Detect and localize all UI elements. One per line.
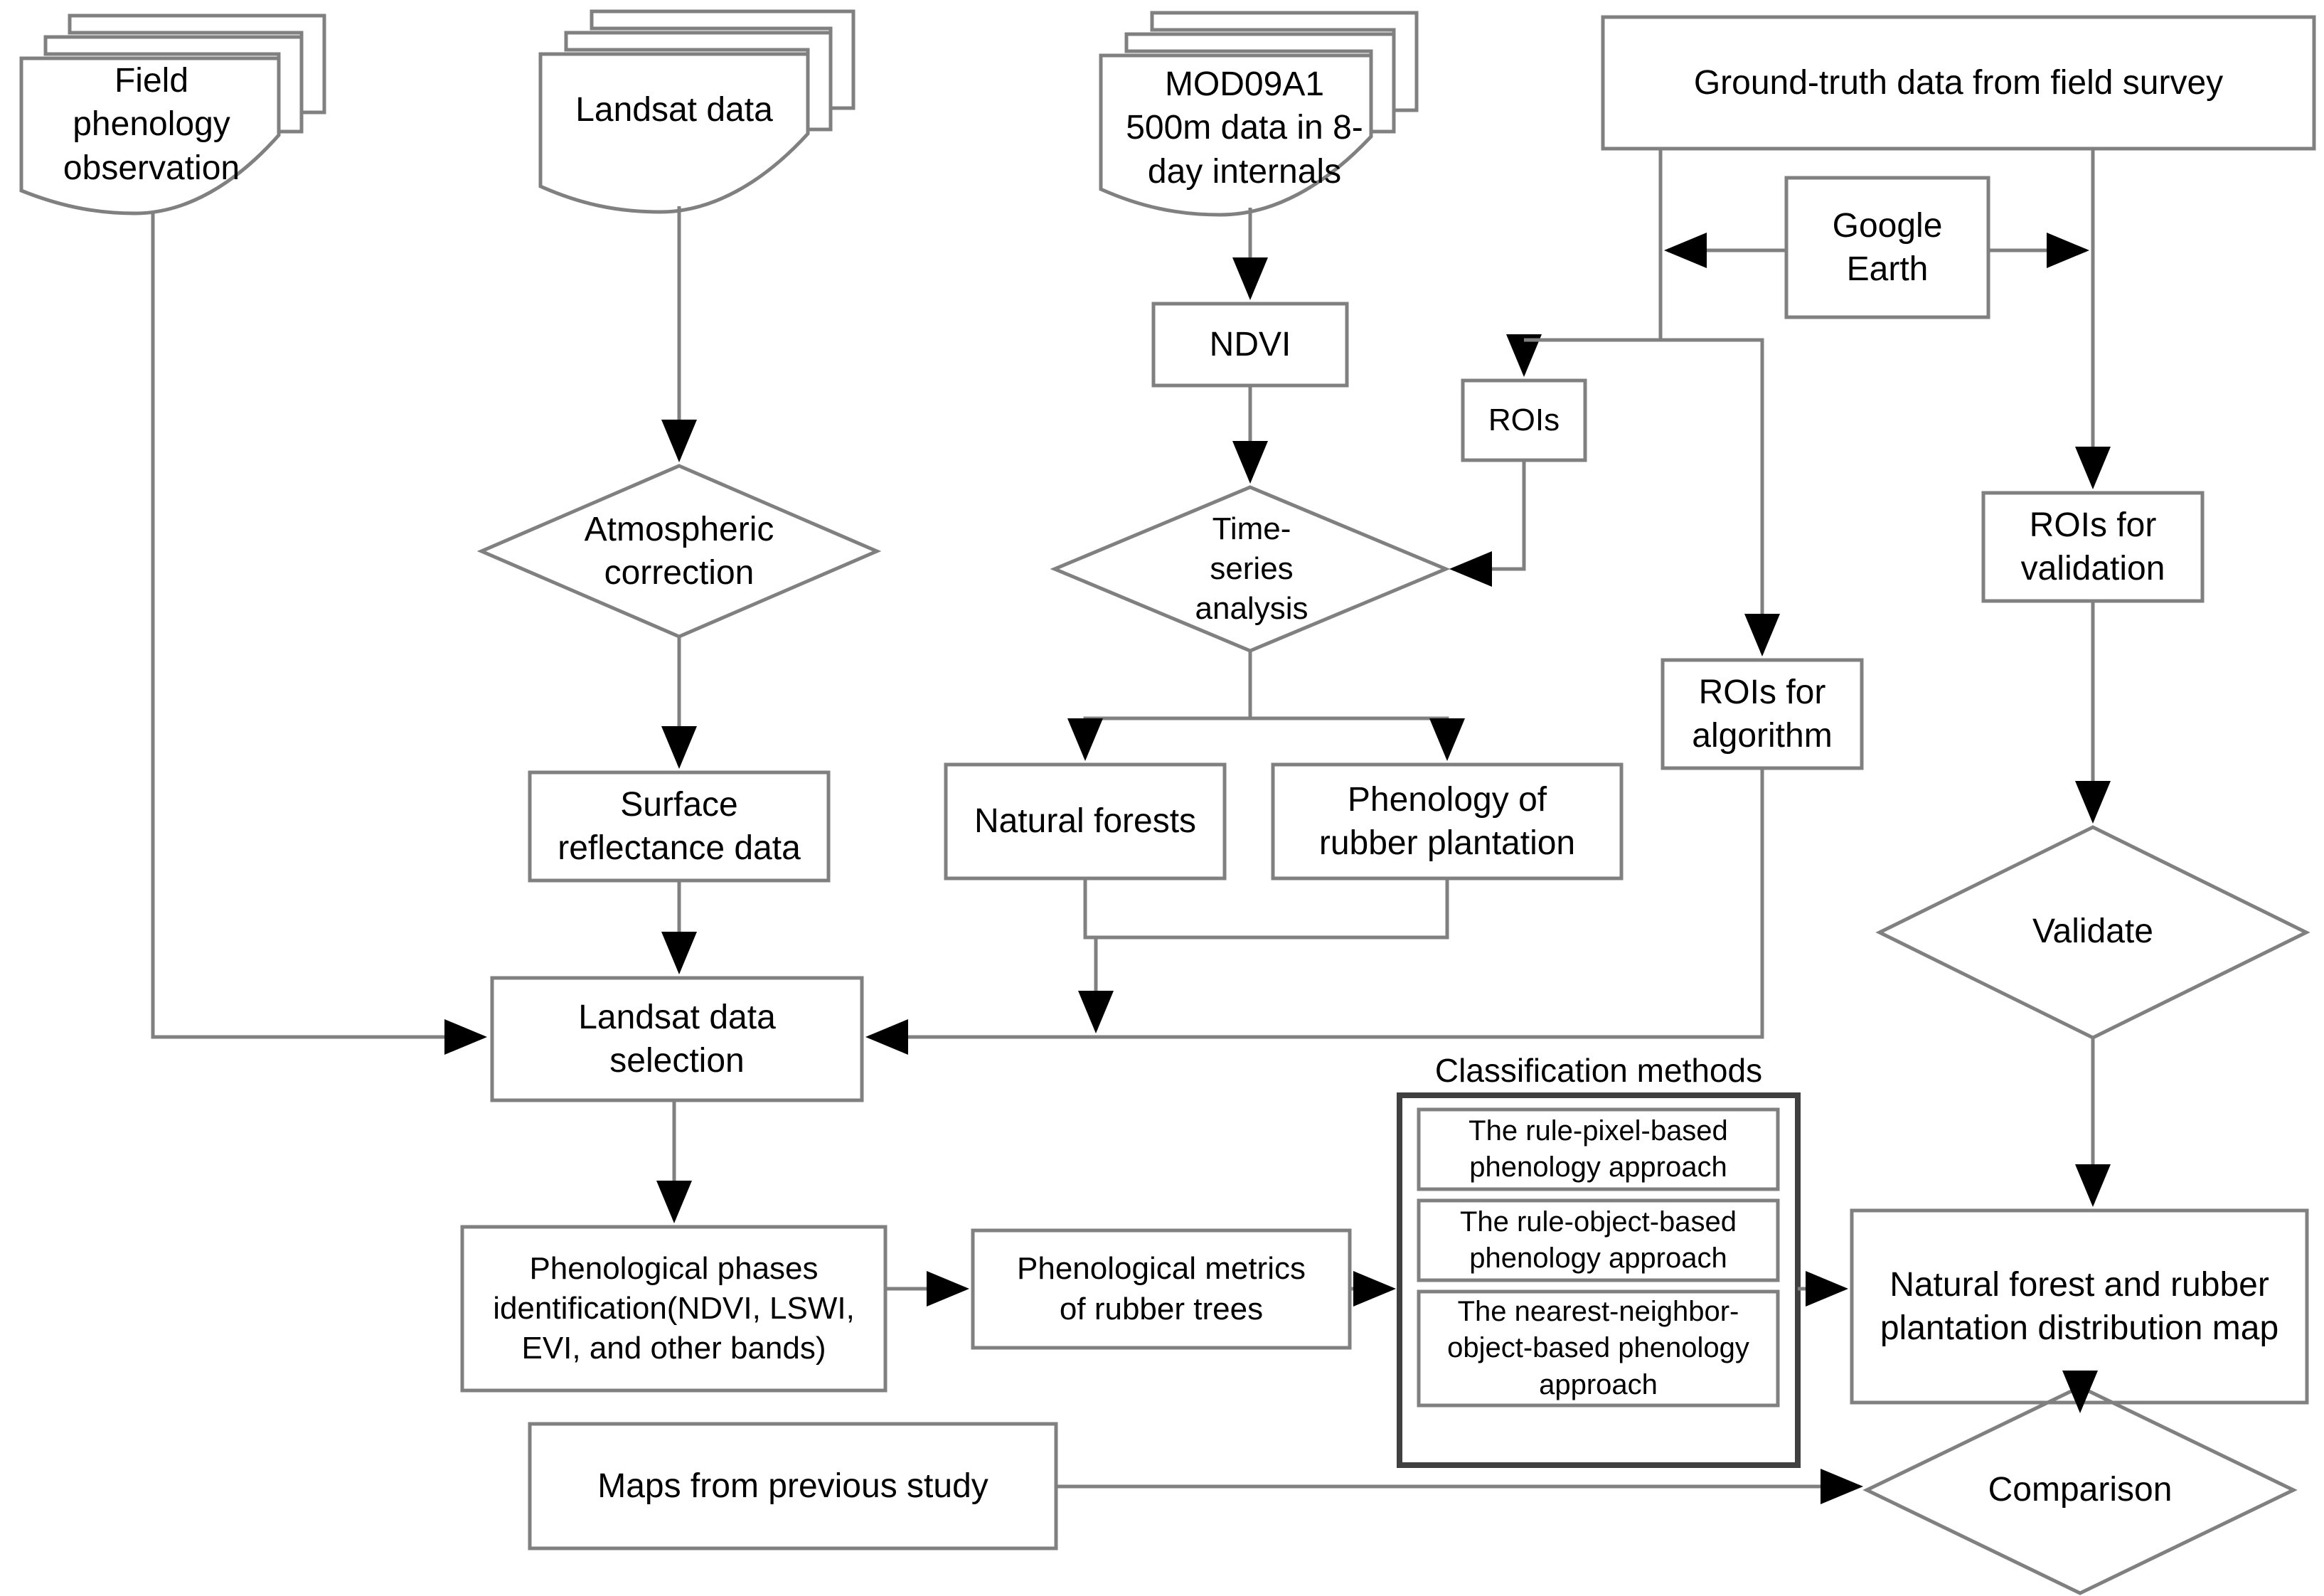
time-series-analysis-shape bbox=[1050, 485, 1451, 653]
landsat-data-selection-shape bbox=[490, 976, 864, 1102]
edge-rois-algorithm-to-selection bbox=[865, 768, 1764, 1055]
validate-shape bbox=[1875, 825, 2310, 1040]
edge-ts-to-phenology-rubber bbox=[1250, 716, 1465, 761]
natural-forests-shape bbox=[944, 762, 1227, 881]
phenological-phases-identification-shape bbox=[460, 1225, 888, 1393]
maps-from-previous-study-shape bbox=[528, 1422, 1058, 1550]
atmospheric-correction-shape bbox=[476, 464, 882, 639]
classification-methods-title: Classification methods bbox=[1434, 1052, 1763, 1089]
landsat-data-shape bbox=[538, 9, 855, 214]
edge-field-to-landsat-selection bbox=[151, 213, 487, 1055]
mod09a1-shape bbox=[1099, 11, 1419, 217]
phenological-metrics-shape bbox=[971, 1228, 1352, 1350]
edge-ts-to-natural-forests bbox=[1067, 651, 1252, 761]
rule-pixel-based-shape bbox=[1417, 1107, 1780, 1191]
rois-for-algorithm-shape bbox=[1661, 658, 1864, 770]
merge-phenology-down bbox=[1085, 878, 1449, 940]
rois-shape bbox=[1461, 378, 1587, 462]
surface-reflectance-data-shape bbox=[528, 770, 831, 883]
phenology-of-rubber-plantation-shape bbox=[1271, 762, 1624, 881]
rois-for-validation-shape bbox=[1981, 491, 2205, 603]
ndvi-shape bbox=[1151, 302, 1349, 388]
classification-methods-shape bbox=[1397, 1092, 1801, 1468]
rule-object-based-shape bbox=[1417, 1198, 1780, 1282]
ground-truth-data-shape bbox=[1601, 15, 2316, 151]
natural-forest-rubber-plantation-map-shape bbox=[1850, 1208, 2309, 1405]
nearest-neighbor-object-based-shape bbox=[1417, 1289, 1780, 1408]
comparison-shape bbox=[1862, 1385, 2298, 1595]
edge-rois-to-ts bbox=[1449, 460, 1526, 587]
google-earth-shape bbox=[1784, 176, 1990, 319]
field-phenology-observation-shape bbox=[19, 14, 326, 216]
edge-ground-truth-to-rois-algorithm bbox=[1661, 338, 1780, 656]
